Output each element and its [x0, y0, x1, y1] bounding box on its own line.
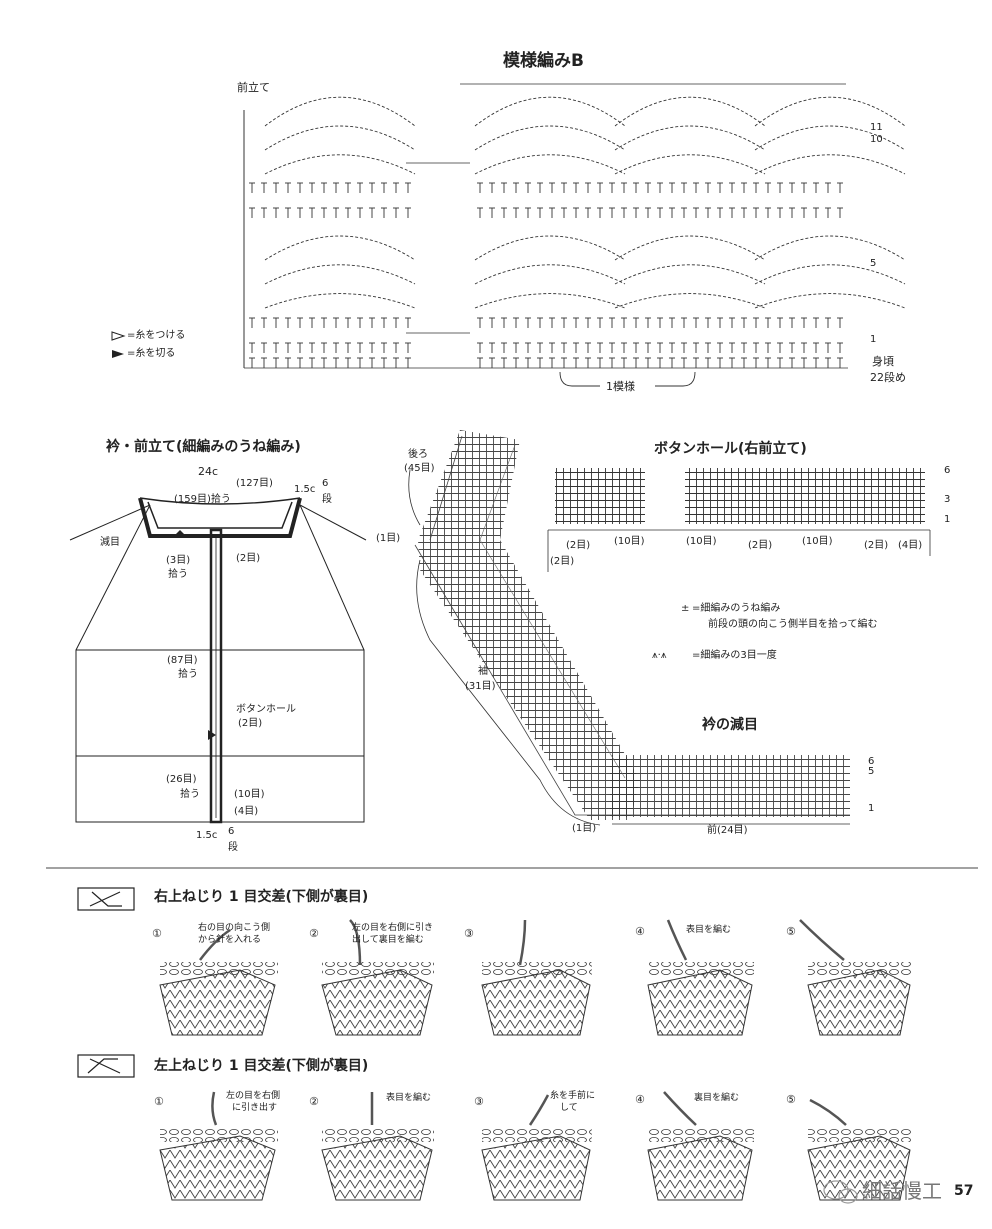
st-10: (10目) — [234, 789, 265, 800]
pick-26-b: 拾う — [180, 789, 200, 800]
page-number: 57 — [954, 1183, 974, 1199]
cl-step4-text: 裏目を編む — [694, 1093, 740, 1103]
buttonhole-label: ボタンホール — [236, 704, 296, 715]
knit-illustrations-left — [159, 1091, 912, 1201]
bh-seg-2c: (2目) — [864, 540, 889, 551]
cl-step1-text-b: に引き出す — [232, 1103, 278, 1113]
bh-seg-2a: (2目) — [566, 540, 591, 551]
watermark-icon — [823, 1180, 858, 1204]
cl-step3-text-a: 糸を手前に — [550, 1091, 596, 1101]
collar-rows-top-unit: 段 — [322, 494, 332, 505]
pick-87-b: 拾う — [178, 669, 198, 680]
collar-diagram — [69, 497, 367, 824]
front-band-label: 前立て — [237, 81, 270, 94]
dec-symbol: ⩚·⩚ — [652, 650, 667, 661]
st-4: (4目) — [234, 806, 259, 817]
cl-step2-num: ② — [309, 1095, 319, 1108]
cr-step1-text-a: 右の目の向こう側 — [198, 923, 271, 933]
sleeve-st: (31目) — [465, 681, 496, 692]
ridge-symbol: ± — [681, 603, 690, 614]
cross-right-title: 右上ねじり 1 目交差(下側が裏目) — [154, 889, 369, 905]
cr-step2-text-a: 左の目を右側に引き — [352, 923, 434, 933]
crochet-chart-b — [243, 83, 906, 369]
cl-step4-num: ④ — [635, 1093, 645, 1106]
cr-step1-num: ① — [152, 927, 162, 940]
legend-cut: =糸を切る — [127, 348, 176, 359]
knit-illustrations-right — [159, 919, 912, 1036]
bh-seg-4: (4目) — [898, 540, 923, 551]
cr-step2-num: ② — [309, 927, 319, 940]
cl-step2-text: 表目を編む — [386, 1093, 432, 1103]
body-row-label: 22段め — [870, 371, 906, 384]
bh-seg-2d: (2目) — [550, 556, 575, 567]
collar-rows-bottom-unit: 段 — [228, 842, 238, 853]
cd-row-6: 6 — [868, 756, 875, 767]
body-label: 身頃 — [872, 355, 894, 368]
cl-step1-text-a: 左の目を右側 — [226, 1091, 281, 1101]
row-11-label: 11 — [870, 122, 883, 133]
pick-159: (159目)拾う — [174, 494, 231, 505]
collar-rows-top: 6 — [322, 478, 329, 489]
cr-step4-num: ④ — [635, 925, 645, 938]
back-st: (45目) — [404, 463, 435, 474]
cl-step5-num: ⑤ — [786, 1093, 796, 1106]
row-5-label: 5 — [870, 258, 877, 269]
cl-step1-num: ① — [154, 1095, 164, 1108]
st-2-b: (2目) — [238, 718, 263, 729]
repeat-label: 1模様 — [606, 380, 635, 393]
pick-26: (26目) — [166, 774, 197, 785]
pattern-b-title: 模様編みB — [503, 51, 584, 71]
cr-step3-num: ③ — [464, 927, 474, 940]
ridge-text-2: 前段の頭の向こう側半目を拾って編む — [708, 619, 878, 630]
bh-row-3: 3 — [944, 494, 951, 505]
collar-title: 衿・前立て(細編みのうね編み) — [106, 439, 301, 455]
decrease-label: 減目 — [100, 537, 120, 548]
bh-row-1: 1 — [944, 514, 951, 525]
bh-seg-10a: (10目) — [614, 536, 645, 547]
cd-row-1: 1 — [868, 803, 875, 814]
one-st-b: (1目) — [572, 823, 597, 834]
one-st-a: (1目) — [376, 533, 401, 544]
cross-left-title: 左上ねじり 1 目交差(下側が裏目) — [154, 1058, 369, 1074]
pick-3-b: 拾う — [168, 569, 188, 580]
collar-dec-title: 衿の減目 — [702, 717, 758, 733]
watermark-text: 細話慢工 — [862, 1179, 942, 1203]
ridge-text: =細編みのうね編み — [692, 603, 781, 614]
bh-seg-10b: (10目) — [686, 536, 717, 547]
collar-width: 24c — [198, 465, 219, 478]
front-st: 前(24目) — [704, 825, 751, 836]
bh-seg-2b: (2目) — [748, 540, 773, 551]
pick-87: (87目) — [167, 655, 198, 666]
cr-step5-num: ⑤ — [786, 925, 796, 938]
pick-3: (3目) — [166, 555, 191, 566]
legend-attach: =糸をつける — [127, 330, 186, 341]
collar-height-bottom: 1.5c — [196, 830, 218, 841]
row-10-label: 10 — [870, 134, 883, 145]
cl-step3-text-b: して — [560, 1103, 578, 1113]
raglan-chart — [408, 430, 850, 826]
sleeve-label: 袖 — [478, 666, 488, 677]
bh-seg-10c: (10目) — [802, 536, 833, 547]
st-2-a: (2目) — [236, 553, 261, 564]
buttonhole-title: ボタンホール(右前立て) — [654, 441, 807, 457]
row-1-label: 1 — [870, 334, 877, 345]
pick-127: (127目) — [236, 478, 273, 489]
cr-step2-text-b: 出して裏目を編む — [352, 935, 424, 945]
dec-text: =細編みの3目一度 — [692, 650, 777, 661]
back-label: 後ろ — [408, 449, 428, 460]
cr-step4-text: 表目を編む — [686, 925, 732, 935]
cr-step1-text-b: から針を入れる — [198, 935, 262, 945]
collar-rows-bottom: 6 — [228, 826, 235, 837]
cl-step3-num: ③ — [474, 1095, 484, 1108]
cd-row-5: 5 — [868, 766, 875, 777]
collar-height-top: 1.5c — [294, 484, 316, 495]
bh-row-6: 6 — [944, 465, 951, 476]
buttonhole-chart-grid — [547, 468, 931, 572]
